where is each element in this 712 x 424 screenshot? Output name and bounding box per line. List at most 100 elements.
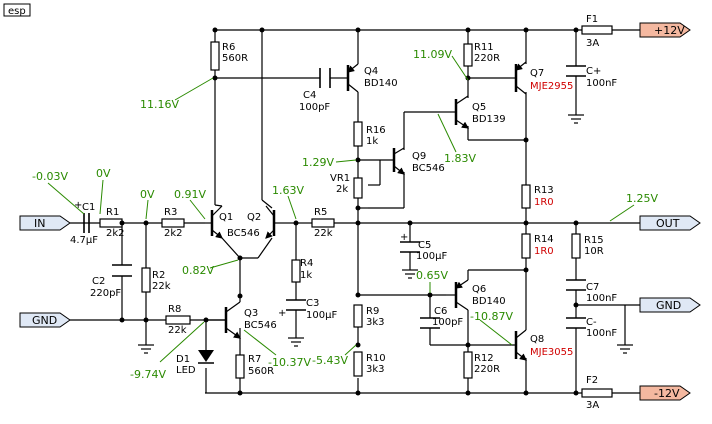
c3-ref: C3 bbox=[306, 298, 319, 309]
r1-ref: R1 bbox=[106, 207, 119, 218]
c2-ref: C2 bbox=[92, 276, 105, 287]
r13-body bbox=[521, 184, 531, 209]
connector-in-label: IN bbox=[34, 217, 45, 230]
q2-symbol bbox=[265, 205, 280, 239]
component-labels: + C1 4.7µF R1 2k2 R3 2k2 C2 220pF R2 22k… bbox=[70, 14, 617, 411]
d1-value: LED bbox=[176, 365, 196, 376]
cminus-ref: C- bbox=[586, 317, 597, 328]
r9-body bbox=[353, 304, 363, 328]
fuses bbox=[581, 25, 613, 398]
r1-body bbox=[99, 218, 123, 228]
r6-body bbox=[210, 41, 220, 71]
r14-ref: R14 bbox=[534, 234, 554, 245]
q7-ref: Q7 bbox=[530, 68, 544, 79]
q3-ref: Q3 bbox=[244, 308, 258, 319]
ground-icon bbox=[138, 344, 154, 354]
c5-ref: C5 bbox=[418, 240, 431, 251]
voltage-out: 1.25V bbox=[626, 192, 658, 205]
connector-gnd-left: GND bbox=[19, 312, 71, 328]
r12-value: 220R bbox=[474, 364, 500, 375]
voltage-r3: 0V bbox=[140, 188, 155, 201]
component-bodies bbox=[99, 41, 581, 379]
q1-ref: Q1 bbox=[219, 212, 233, 223]
voltage-q2-base: 1.63V bbox=[272, 184, 304, 197]
logo-text: esp bbox=[8, 6, 26, 17]
connector-minus12: -12V bbox=[639, 385, 691, 401]
connector-minus12-label: -12V bbox=[654, 387, 680, 400]
ground-icon bbox=[617, 344, 633, 354]
r15-ref: R15 bbox=[584, 235, 604, 246]
r16-value: 1k bbox=[366, 136, 378, 147]
c1-value: 4.7µF bbox=[70, 235, 98, 246]
r6-ref: R6 bbox=[222, 42, 235, 53]
r8-value: 22k bbox=[168, 325, 187, 336]
q4-symbol bbox=[345, 63, 359, 93]
r11-body bbox=[463, 43, 473, 67]
r4-value: 1k bbox=[300, 270, 312, 281]
r7-body bbox=[235, 354, 245, 379]
q9-symbol bbox=[392, 147, 405, 175]
r2-ref: R2 bbox=[152, 270, 165, 281]
cplus-ref: C+ bbox=[586, 66, 601, 77]
r11-ref: R11 bbox=[474, 42, 494, 53]
c2-value: 220pF bbox=[90, 288, 121, 299]
voltage-q1-base: 0.91V bbox=[174, 188, 206, 201]
led-d1-symbol bbox=[198, 350, 214, 364]
f2-ref: F2 bbox=[586, 375, 598, 386]
fuse-f1 bbox=[581, 25, 613, 35]
ground-symbols bbox=[138, 114, 633, 354]
r5-value: 22k bbox=[314, 228, 333, 239]
r9-ref: R9 bbox=[366, 306, 379, 317]
r1-value: 2k2 bbox=[106, 228, 125, 239]
q5-value: BD139 bbox=[472, 114, 506, 125]
r13-value: 1R0 bbox=[534, 197, 554, 208]
voltage-r6: 11.16V bbox=[140, 98, 179, 111]
voltage-in: -0.03V bbox=[32, 170, 68, 183]
voltage-q9: 1.29V bbox=[302, 156, 334, 169]
c5-plus-sign: + bbox=[400, 232, 408, 243]
connector-plus12: +12V bbox=[639, 22, 691, 38]
q4-ref: Q4 bbox=[364, 66, 378, 77]
voltage-readouts: -0.03V 0V 0V 0.91V 1.63V 0.82V -9.74V -1… bbox=[32, 48, 658, 381]
q6-ref: Q6 bbox=[472, 284, 486, 295]
r8-body bbox=[165, 315, 191, 325]
cplus-value: 100nF bbox=[586, 78, 617, 89]
ground-icon bbox=[568, 114, 584, 124]
c4-ref: C4 bbox=[303, 90, 316, 101]
r10-ref: R10 bbox=[366, 353, 386, 364]
c1-plus-sign: + bbox=[74, 200, 82, 211]
q5-symbol bbox=[440, 95, 469, 129]
esp-logo: esp bbox=[3, 3, 31, 17]
connector-gnd-right: GND bbox=[639, 297, 701, 313]
f1-value: 3A bbox=[586, 38, 599, 49]
c7-value: 100nF bbox=[586, 293, 617, 304]
voltage-q3-collector: -10.37V bbox=[268, 356, 311, 369]
q1-symbol bbox=[205, 204, 223, 239]
voltage-c1: 0V bbox=[96, 167, 111, 180]
r14-value: 1R0 bbox=[534, 246, 554, 257]
c1-ref: C1 bbox=[82, 202, 95, 213]
q9-value: BC546 bbox=[412, 163, 445, 174]
q3-value: BC546 bbox=[244, 320, 277, 331]
voltage-q5-emitter: 11.09V bbox=[413, 48, 452, 61]
q7-value: MJE2955 bbox=[530, 81, 573, 92]
f1-ref: F1 bbox=[586, 14, 598, 25]
vr1-body bbox=[353, 177, 363, 199]
q6-value: BD140 bbox=[472, 296, 506, 307]
connector-in: IN bbox=[19, 215, 71, 231]
r5-ref: R5 bbox=[314, 207, 327, 218]
f2-value: 3A bbox=[586, 400, 599, 411]
voltage-emitters: 0.82V bbox=[182, 264, 214, 277]
r10-value: 3k3 bbox=[366, 364, 385, 375]
vr1-value: 2k bbox=[336, 184, 348, 195]
r8-ref: R8 bbox=[168, 304, 181, 315]
q7-symbol bbox=[510, 61, 527, 95]
r15-body bbox=[571, 233, 581, 259]
q4-value: BD140 bbox=[364, 78, 398, 89]
q8-ref: Q8 bbox=[530, 334, 544, 345]
r12-ref: R12 bbox=[474, 353, 494, 364]
q9-ref: Q9 bbox=[412, 151, 426, 162]
voltage-q6-base: 0.65V bbox=[416, 269, 448, 282]
connector-out: OUT bbox=[639, 215, 701, 231]
